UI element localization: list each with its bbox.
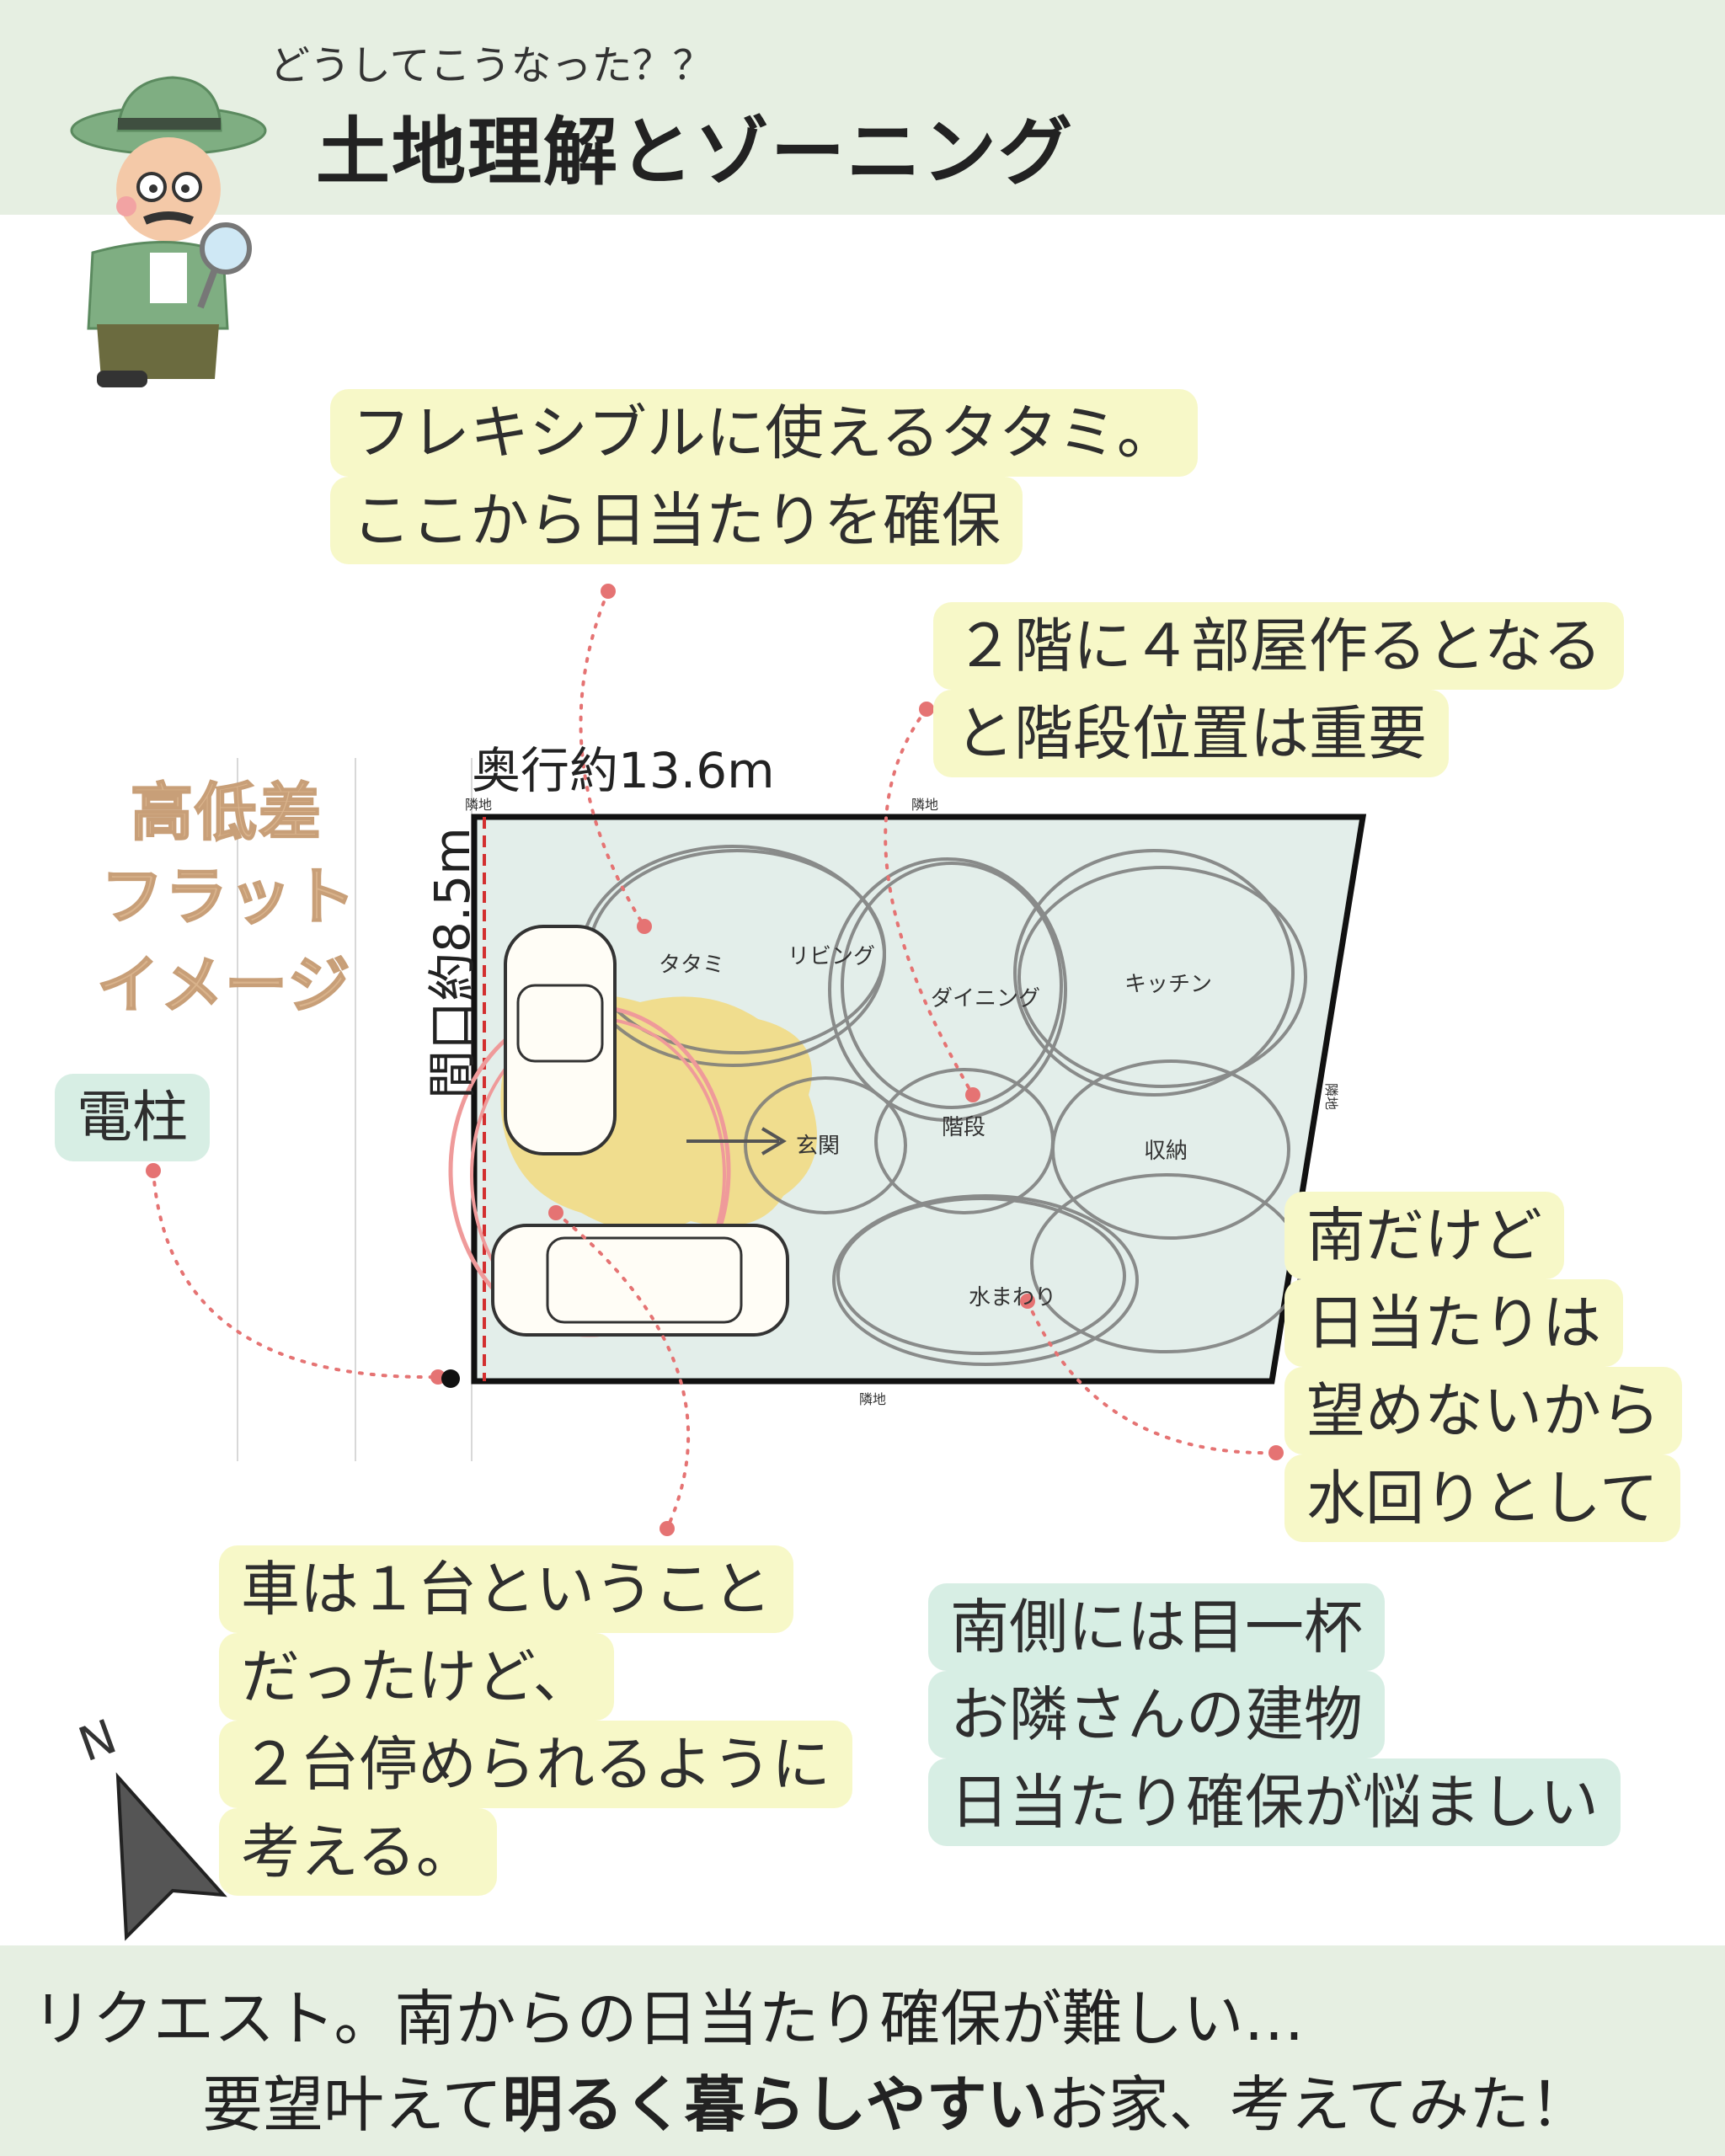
boundary-label: 隣地: [1323, 1082, 1340, 1111]
zone-label: 水まわり: [969, 1285, 1057, 1310]
boundary-label: 隣地: [465, 797, 493, 813]
utility-pole-label: 電柱: [55, 1074, 210, 1161]
footer-line-2-b: お家、考えてみた！: [1047, 2069, 1591, 2140]
note-water: 南だけど 日当たりは 望めないから 水回りとして: [1284, 1192, 1682, 1542]
zone-bubbles: [579, 845, 1307, 1366]
boundary-label: 隣地: [911, 797, 939, 813]
footer-line-2-a: 要望叶えて: [202, 2069, 503, 2140]
left-label-elevation: 高低差: [130, 776, 323, 850]
left-label-image: イメージ: [96, 948, 352, 1022]
frontage-dimension: 間口約8.5m: [424, 827, 481, 1099]
zone-label: 階段: [942, 1115, 986, 1140]
detective-mascot: [70, 76, 267, 387]
left-label-flat: フラット: [100, 860, 357, 934]
zone-label: 玄関: [796, 1134, 841, 1159]
note-south: 南側には目一杯 お隣さんの建物 日当たり確保が悩ましい: [928, 1583, 1621, 1846]
footer-line-2: 要望叶えて明るく暮らしやすいお家、考えてみた！: [202, 2055, 1590, 2143]
depth-dimension: 奥行約13.6m: [472, 742, 775, 799]
page-title: 土地理解とゾーニング: [316, 109, 1075, 195]
north-arrow-icon: [115, 1772, 227, 1941]
header-band: [0, 0, 1725, 215]
boundary-label: 隣地: [859, 1391, 887, 1407]
footer-band: [0, 1945, 1725, 2156]
note-parking: 車は１台ということ だったけど、 ２台停められるように 考える。: [219, 1545, 852, 1896]
car-2: [491, 1224, 789, 1337]
note-tatami: フレキシブルに使えるタタミ。 ここから日当たりを確保: [330, 389, 1198, 564]
zone-label: リビング: [788, 944, 876, 969]
zone-label: ダイニング: [931, 986, 1041, 1011]
zone-label: キッチン: [1124, 972, 1213, 997]
footer-line-2-bold: 明るく暮らしやすい: [502, 2069, 1048, 2140]
zone-label: タタミ: [659, 953, 725, 978]
car-1: [504, 925, 617, 1155]
zone-label: 収納: [1144, 1139, 1188, 1164]
footer-line-1: リクエスト。南からの日当たり確保が難しい…: [32, 1983, 1305, 2054]
note-stairs: ２階に４部屋作るとなる と階段位置は重要: [933, 602, 1624, 777]
leader-lines: [152, 590, 1278, 1530]
header-kicker: どうしてこうなった？？: [270, 42, 713, 89]
utility-pole-marker: [441, 1369, 460, 1388]
